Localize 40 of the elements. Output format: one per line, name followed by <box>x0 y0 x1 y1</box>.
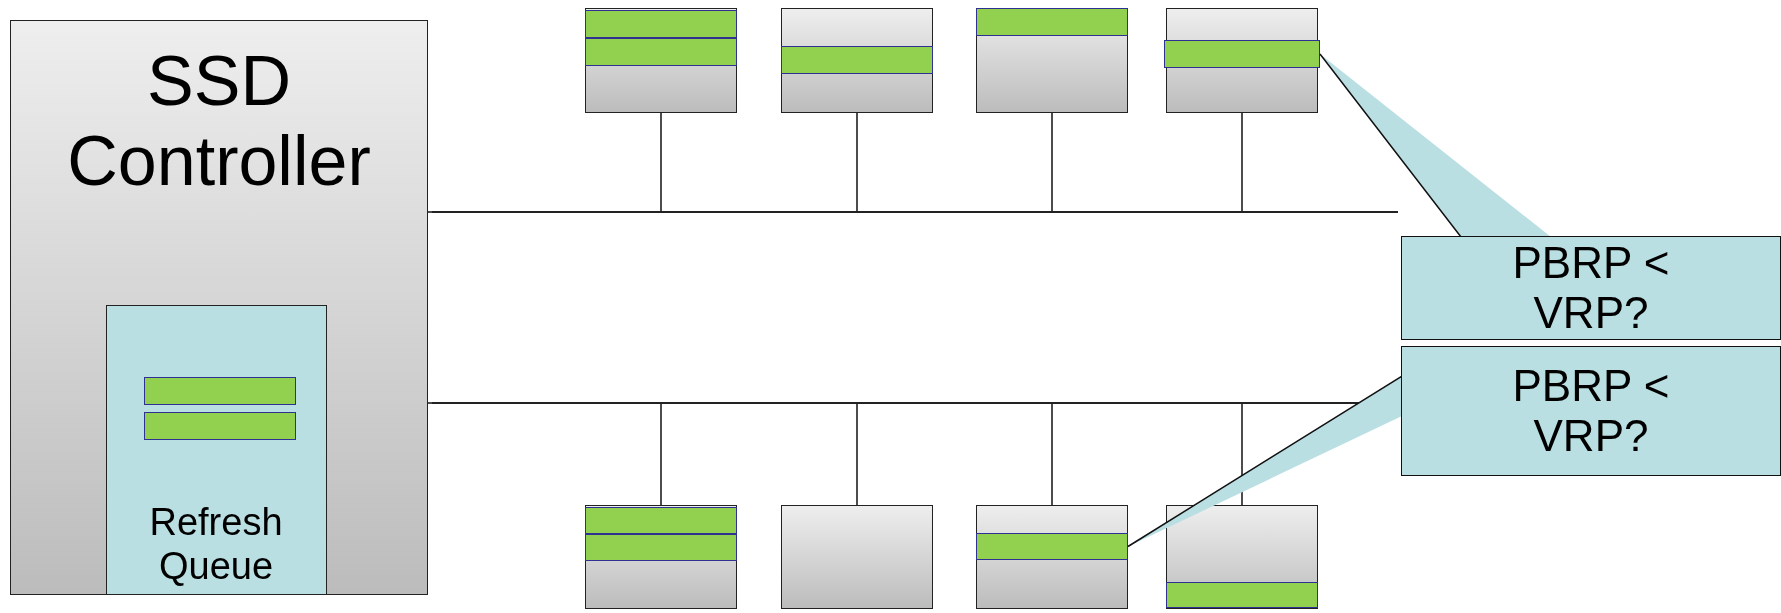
flash-chip <box>1166 8 1318 113</box>
controller-box <box>10 20 428 595</box>
memory-block <box>144 412 296 440</box>
connector-line <box>1051 112 1053 212</box>
memory-block <box>584 533 737 561</box>
connector-line <box>856 403 858 506</box>
memory-block <box>975 7 1128 36</box>
callout-pointer <box>1319 53 1552 238</box>
connector-line <box>660 403 662 506</box>
callout-text: PBRP < VRP? <box>1511 238 1671 338</box>
connector-line <box>427 402 433 404</box>
connector-line <box>1241 403 1243 506</box>
flash-chip <box>781 8 933 113</box>
flash-chip <box>585 505 737 609</box>
memory-block <box>1165 581 1318 608</box>
flash-chip <box>781 505 933 609</box>
flash-chip <box>976 8 1128 113</box>
controller-title: SSD Controller <box>66 41 372 201</box>
flash-chip <box>1166 505 1318 609</box>
memory-block <box>584 9 737 38</box>
queue-label: Refresh Queue <box>148 499 284 588</box>
connector-line <box>427 211 433 213</box>
memory-block <box>144 377 296 405</box>
callout-pointer <box>1127 374 1403 548</box>
memory-block <box>975 532 1128 560</box>
memory-block <box>584 506 737 534</box>
flash-chip <box>585 8 737 113</box>
bus-line <box>432 211 1398 213</box>
callout-box <box>1401 346 1781 476</box>
connector-line <box>660 112 662 212</box>
connector-line <box>1241 112 1243 212</box>
memory-block <box>1163 39 1320 68</box>
callout-text: PBRP < VRP? <box>1511 361 1671 461</box>
memory-block <box>780 45 933 74</box>
queue-box <box>105 304 327 595</box>
connector-line <box>1051 403 1053 506</box>
memory-block <box>584 37 737 66</box>
callout-box <box>1401 236 1781 340</box>
flash-chip <box>976 505 1128 609</box>
connector-line <box>856 112 858 212</box>
